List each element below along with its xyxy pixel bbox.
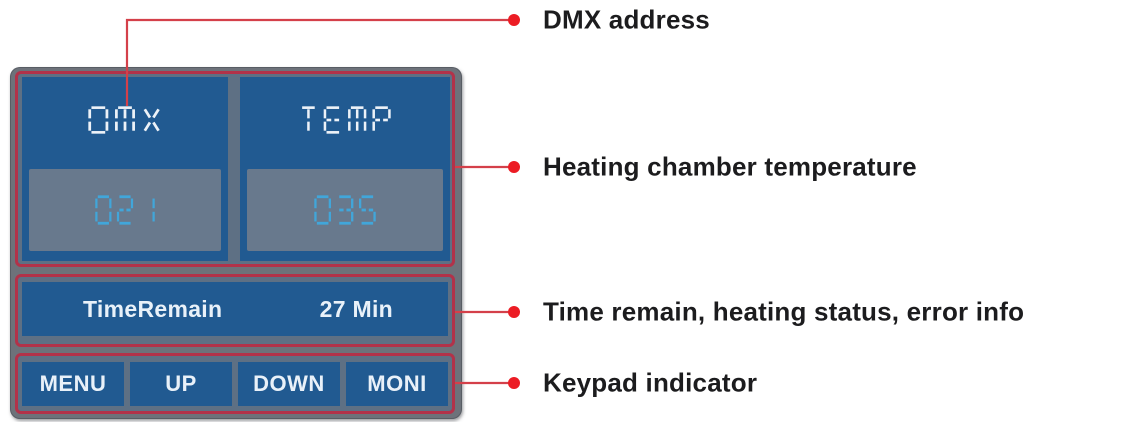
keypad-button-up: UP [130,362,232,406]
keypad-button-moni: MONI [346,362,448,406]
callout-label-temperature: Heating chamber temperature [543,151,917,182]
status-row-value: 27 Min [319,295,393,322]
temp-display-panel [240,77,450,261]
dmx-display-label [88,106,160,134]
callout-label-keypad: Keypad indicator [543,367,758,398]
status-row-panel: TimeRemain 27 Min [22,282,448,336]
callout-dot [508,161,520,173]
status-row-label: TimeRemain [83,295,223,322]
dmx-value-box [29,169,221,251]
annotation-box-keypad: MENU UP DOWN MONI [15,353,455,414]
callout-dot [508,14,520,26]
keypad-button-down: DOWN [238,362,340,406]
keypad-button-menu: MENU [22,362,124,406]
callout-label-status: Time remain, heating status, error info [543,296,1025,327]
device-front-panel: TimeRemain 27 Min MENU UP DOWN MONI [10,67,462,419]
callout-label-dmx-address: DMX address [543,4,710,35]
temp-display-label [302,106,391,134]
dmx-value-digits [95,195,155,225]
annotation-box-displays [15,71,455,267]
temp-value-digits [314,195,376,225]
callout-dot [508,306,520,318]
temp-value-box [247,169,443,251]
callout-dot [508,377,520,389]
dmx-display-panel [22,77,228,261]
annotation-box-status-row: TimeRemain 27 Min [15,274,455,347]
